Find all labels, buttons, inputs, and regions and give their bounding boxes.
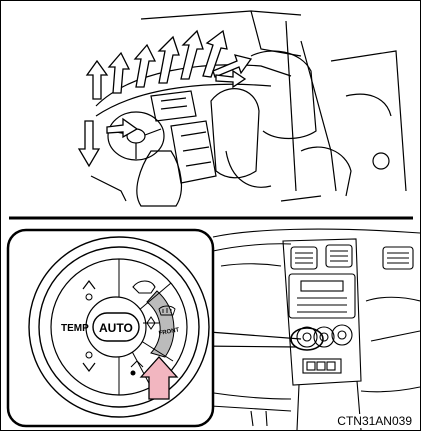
side-window-arrow (213, 55, 251, 77)
figure-code: CTN31AN039 (335, 414, 414, 428)
auto-label: AUTO (99, 321, 133, 335)
windshield-arrow-1 (87, 61, 107, 99)
windshield-arrow-2 (109, 53, 129, 93)
windshield-arrow-3 (135, 45, 155, 87)
climate-control-knob: TEMP AUTO FRONT (29, 237, 209, 417)
car-interior-illustration (91, 11, 406, 206)
temp-label: TEMP (61, 323, 89, 334)
windshield-arrow-5 (181, 31, 203, 79)
floor-arrow (79, 121, 99, 166)
windshield-arrow-4 (159, 37, 179, 83)
vent-arrow (107, 119, 137, 137)
dashboard-illustration (196, 229, 420, 430)
